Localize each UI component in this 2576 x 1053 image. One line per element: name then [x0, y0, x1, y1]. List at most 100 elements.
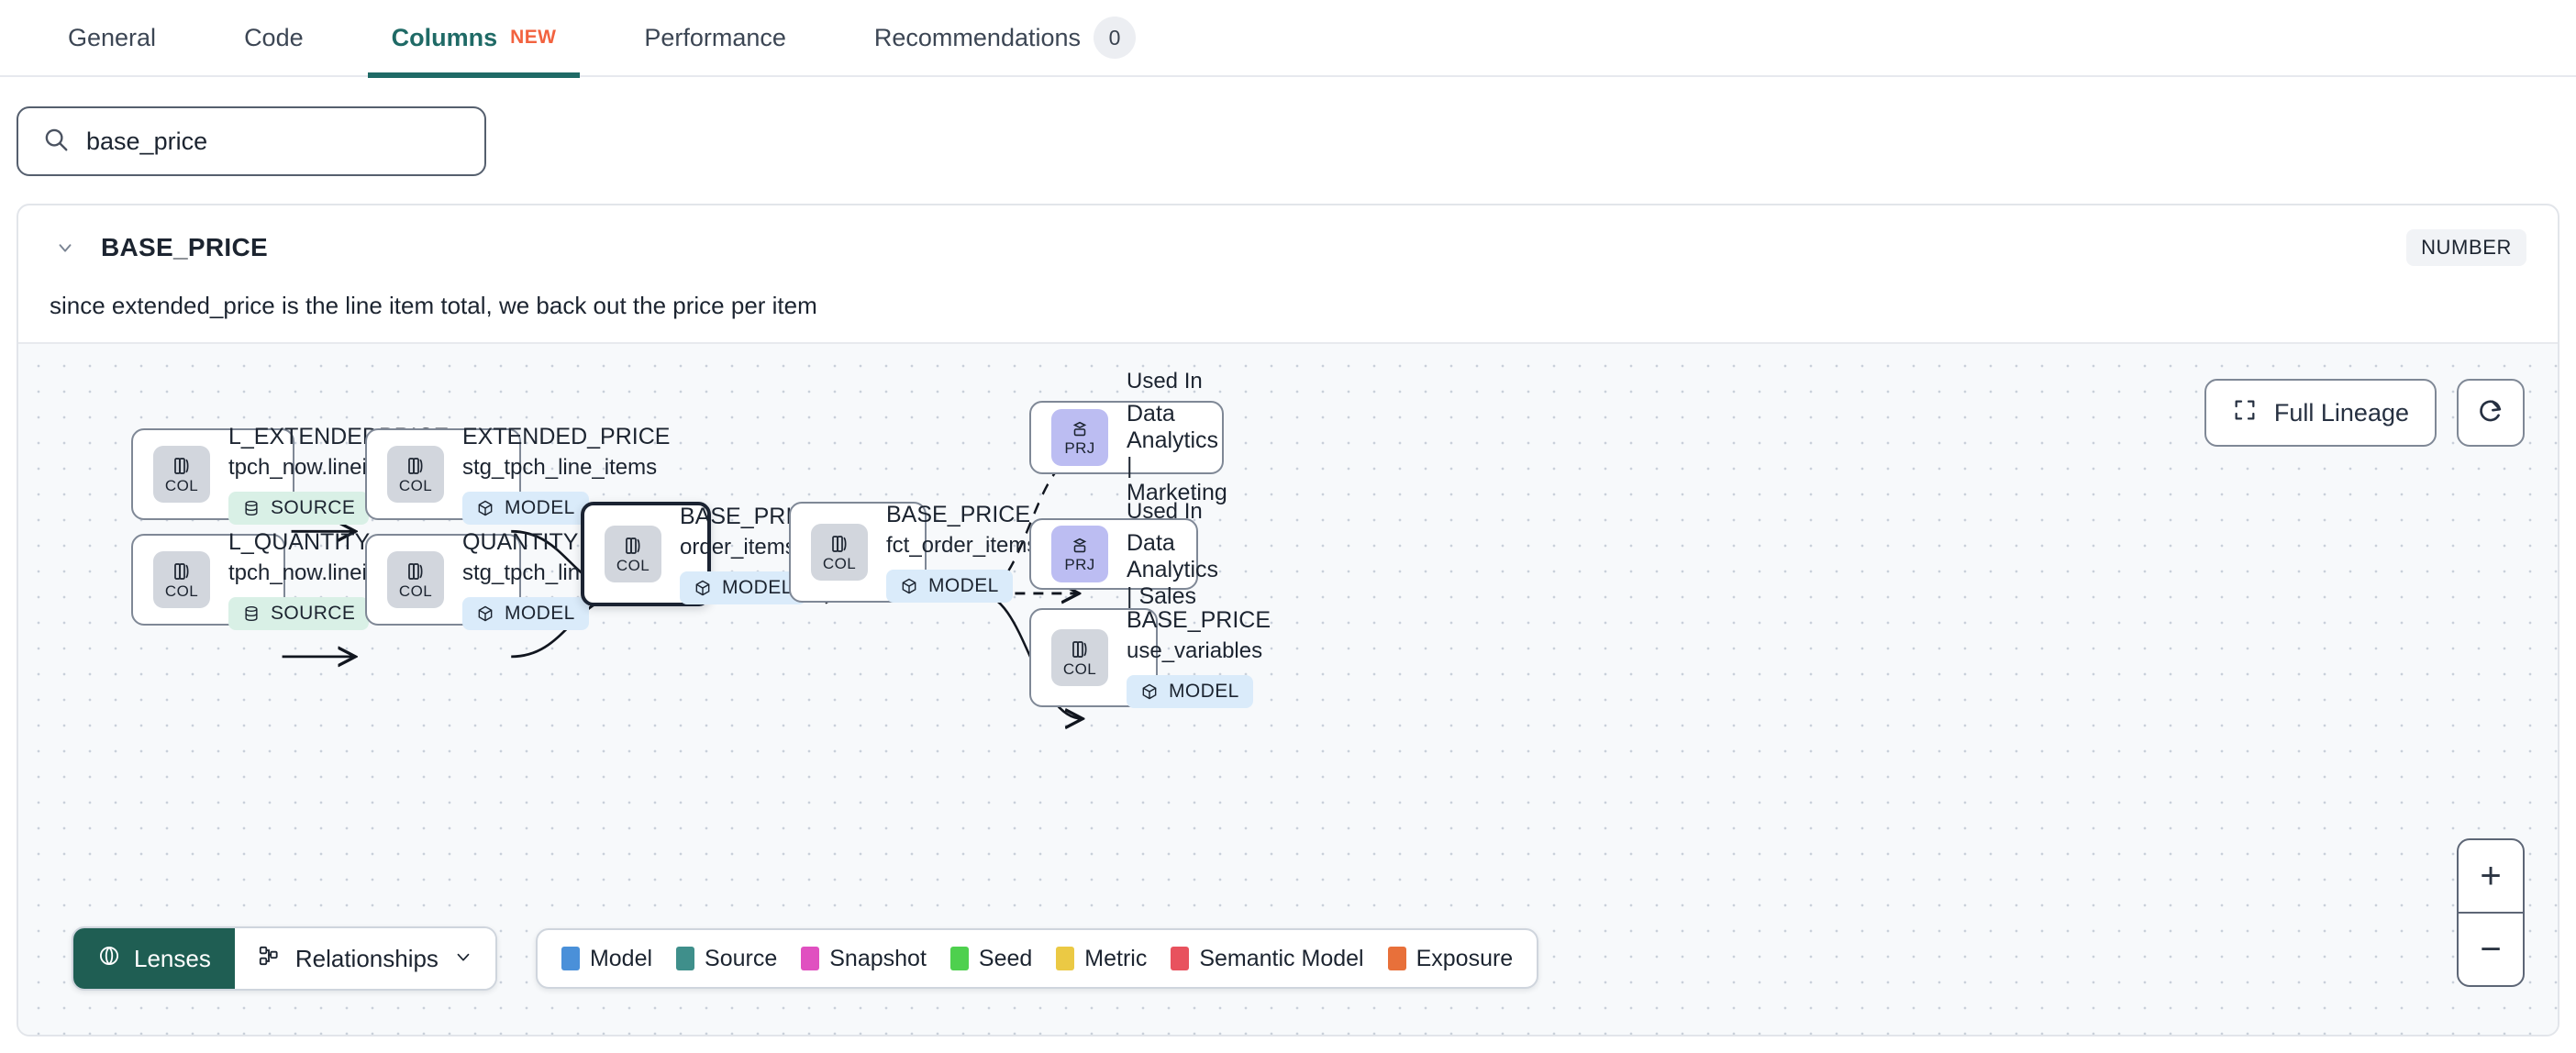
tab-recommendations[interactable]: Recommendations 0 — [850, 0, 1160, 76]
legend-label: Semantic Model — [1199, 945, 1364, 971]
col-icon: COL — [153, 551, 210, 608]
tab-label: Columns — [391, 23, 498, 51]
tab-label: General — [68, 23, 157, 51]
project-icon: PRJ — [1051, 526, 1108, 582]
legend-item-model: Model — [561, 946, 652, 972]
node-title: BASE_PRICE — [886, 501, 1031, 527]
legend-label: Snapshot — [829, 945, 927, 971]
lens-icon — [97, 944, 121, 974]
search-value: base_price — [86, 127, 208, 155]
node-pill-label: MODEL — [505, 603, 575, 625]
refresh-button[interactable] — [2457, 379, 2525, 447]
node-title: BASE_PRICE — [1127, 606, 1271, 633]
lenses-label: Lenses — [134, 944, 211, 972]
tab-code[interactable]: Code — [220, 0, 328, 76]
node-title: EXTENDED_PRICE — [462, 423, 671, 449]
search-icon — [42, 126, 70, 158]
column-panel: BASE_PRICE NUMBER since extended_price i… — [17, 204, 2559, 1036]
lineage-node-base-price-order-items[interactable]: COL BASE_PRICE order_items MODEL — [581, 502, 824, 606]
full-lineage-button[interactable]: Full Lineage — [2204, 379, 2437, 447]
chevron-down-icon — [453, 945, 473, 973]
tab-label: Recommendations — [873, 23, 1082, 51]
zoom-in-button[interactable]: + — [2480, 855, 2502, 896]
relationships-dropdown[interactable]: Relationships — [234, 928, 495, 989]
relationships-icon — [257, 944, 281, 974]
graph-top-controls: Full Lineage — [2204, 379, 2525, 447]
lineage-node-l-quantity[interactable]: COL L_QUANTITY tpch_now.lineitem SOURCE — [131, 529, 404, 631]
legend-swatch — [1171, 947, 1190, 970]
node-pill-label: SOURCE — [271, 497, 356, 519]
lineage-node-l-extendedprice[interactable]: COL L_EXTENDEDPRICE tpch_now.lineitem SO… — [131, 424, 449, 526]
lineage-node-extended-price[interactable]: COL EXTENDED_PRICE stg_tpch_line_items M… — [365, 424, 670, 526]
legend-swatch — [949, 947, 969, 970]
cube-icon — [478, 605, 493, 622]
lens-group: Lenses Relationships — [72, 926, 497, 991]
project-icon-label: PRJ — [1064, 439, 1095, 457]
col-icon-label: COL — [398, 582, 433, 600]
column-description: since extended_price is the line item to… — [50, 292, 817, 319]
legend-item-snapshot: Snapshot — [801, 946, 927, 972]
legend-label: Exposure — [1416, 945, 1514, 971]
lineage-node-base-price-fct-order-items[interactable]: COL BASE_PRICE fct_order_items MODEL — [789, 502, 1038, 604]
search-row: base_price — [0, 77, 2576, 176]
tab-label: Performance — [644, 23, 786, 51]
zoom-divider — [2459, 912, 2523, 914]
col-icon: COL — [387, 446, 444, 503]
cube-icon — [695, 580, 710, 596]
tab-performance[interactable]: Performance — [620, 0, 810, 76]
col-icon-label: COL — [164, 477, 199, 494]
col-icon-label: COL — [822, 555, 857, 572]
tab-label: Code — [244, 23, 304, 51]
search-input[interactable]: base_price — [17, 106, 486, 176]
node-type-pill: MODEL — [462, 597, 589, 631]
col-icon-label: COL — [398, 477, 433, 494]
legend-item-seed: Seed — [949, 946, 1032, 972]
col-icon-label: COL — [616, 557, 650, 574]
node-pill-label: MODEL — [722, 577, 793, 599]
node-type-pill: MODEL — [886, 570, 1013, 604]
col-icon-label: COL — [1062, 660, 1097, 678]
database-icon — [245, 501, 258, 516]
legend-swatch — [1056, 947, 1075, 970]
tab-columns[interactable]: Columns NEW — [367, 0, 581, 78]
lineage-graph[interactable]: COL L_EXTENDEDPRICE tpch_now.lineitem SO… — [18, 342, 2558, 1035]
col-icon-label: COL — [164, 582, 199, 600]
node-type-pill: MODEL — [1127, 675, 1253, 709]
tab-new-badge: NEW — [510, 27, 557, 48]
lineage-node-quantity[interactable]: COL QUANTITY stg_tpch_line_items MODEL — [365, 529, 657, 631]
project-icon-label: PRJ — [1064, 556, 1095, 573]
zoom-out-button[interactable]: − — [2480, 928, 2502, 970]
legend-label: Source — [705, 945, 778, 971]
legend-item-source: Source — [676, 946, 777, 972]
col-icon: COL — [811, 524, 868, 581]
cube-icon — [902, 578, 916, 594]
project-icon: PRJ — [1051, 409, 1108, 466]
legend-swatch — [561, 947, 580, 970]
node-title: Used In — [1127, 498, 1203, 524]
lineage-node-used-in-sales[interactable]: PRJ Used In Data Analytics | Sales — [1029, 499, 1218, 609]
col-icon: COL — [605, 526, 661, 582]
tab-general[interactable]: General — [44, 0, 180, 76]
column-type-badge: NUMBER — [2406, 229, 2526, 266]
node-pill-label: MODEL — [928, 575, 999, 597]
node-title: Used In — [1127, 369, 1203, 394]
lineage-node-base-price-use-variables[interactable]: COL BASE_PRICE use_variables MODEL — [1029, 607, 1271, 709]
tab-bar: General Code Columns NEW Performance Rec… — [0, 0, 2576, 78]
lineage-node-used-in-marketing[interactable]: PRJ Used In Data Analytics | Marketing — [1029, 369, 1227, 505]
node-title: QUANTITY — [462, 528, 579, 555]
node-pill-label: MODEL — [1169, 681, 1239, 703]
full-lineage-label: Full Lineage — [2273, 398, 2409, 427]
column-header: BASE_PRICE NUMBER — [18, 205, 2558, 266]
zoom-controls: + − — [2457, 838, 2525, 987]
expand-icon — [2232, 397, 2258, 429]
node-subtitle: order_items — [680, 534, 796, 560]
database-icon — [245, 606, 258, 622]
lenses-button[interactable]: Lenses — [73, 928, 235, 989]
node-pill-label: SOURCE — [271, 603, 356, 625]
legend-label: Metric — [1084, 945, 1148, 971]
node-type-pill: MODEL — [462, 492, 589, 526]
node-subtitle: use_variables — [1127, 637, 1263, 663]
node-subtitle: Data Analytics | Sales — [1127, 530, 1219, 609]
chevron-down-icon[interactable] — [50, 232, 81, 263]
page-title: BASE_PRICE — [101, 233, 268, 261]
